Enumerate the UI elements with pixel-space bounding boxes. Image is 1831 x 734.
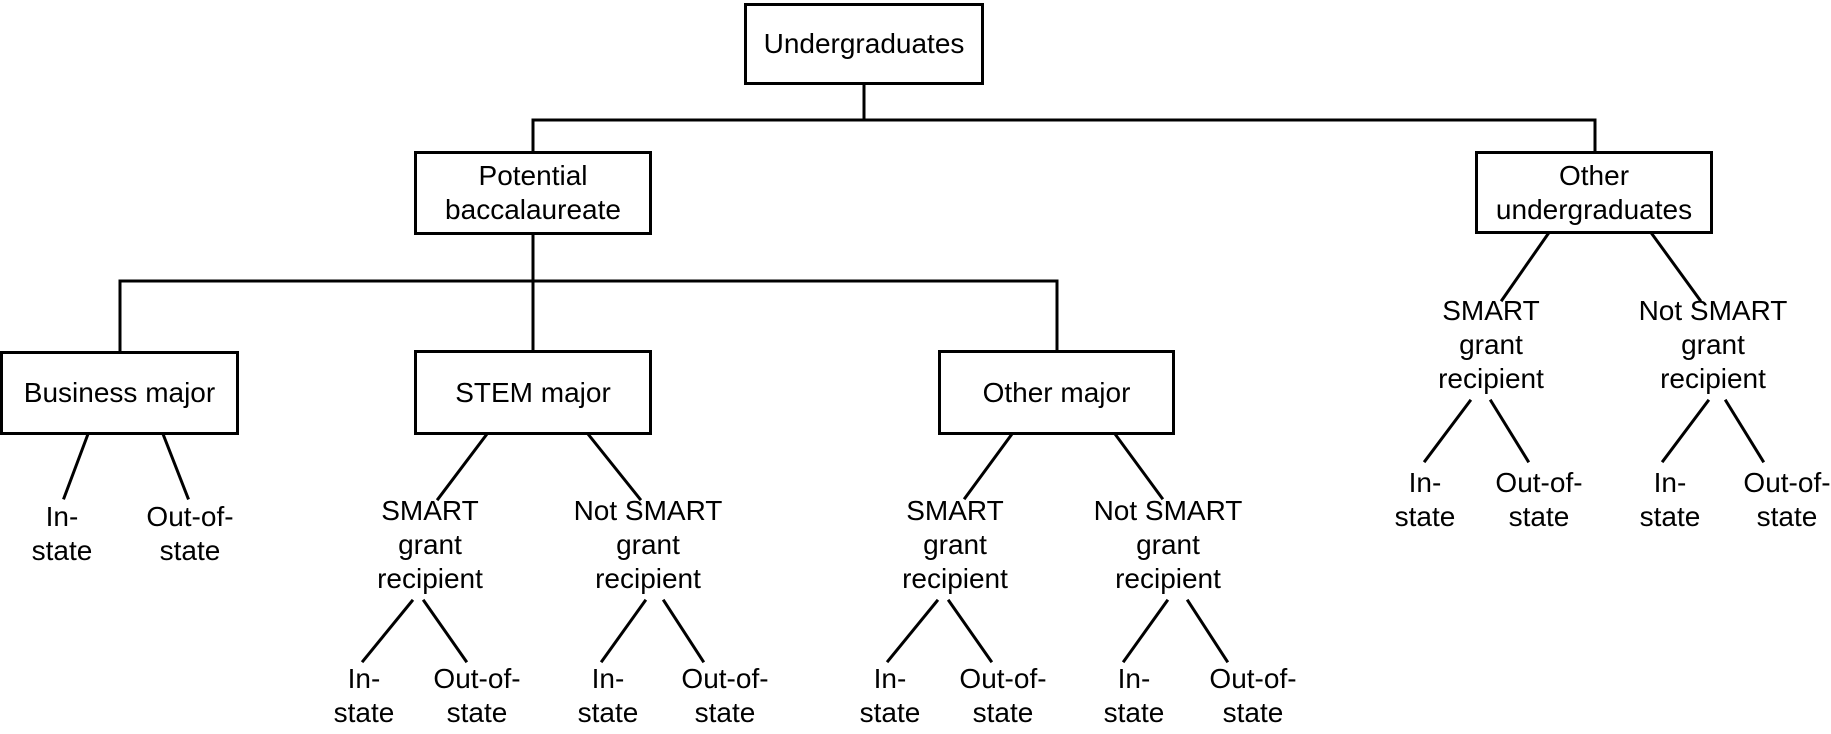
leaf-othermajor-notsmart-out-of-state: Out-of- state (1209, 663, 1297, 728)
edge-business-instate (62, 432, 90, 500)
edge-otherug-smart (1499, 231, 1551, 303)
edge-othermajor-smart (962, 431, 1015, 501)
leaf-otherug-notsmart-out-of-state: Out-of- state (1743, 467, 1831, 532)
edge-om-smart-instate (885, 598, 940, 664)
node-otherug-smart-grant-recipient: SMART grant recipient (1438, 295, 1544, 394)
leaf-stem-notsmart-out-of-state: Out-of- state (681, 663, 769, 728)
leaf-stem-smart-out-of-state: Out-of- state (433, 663, 521, 728)
leaf-stem-smart-in-state: In- state (333, 663, 395, 728)
leaf-othermajor-notsmart-in-state: In- state (1103, 663, 1165, 728)
edge-stem-smart-outstate (421, 598, 469, 664)
edge-om-smart-outstate (946, 598, 994, 664)
edge-stem-notsmart-instate (599, 598, 648, 664)
leaf-business-in-state: In- state (31, 501, 93, 566)
leaf-othermajor-smart-out-of-state: Out-of- state (959, 663, 1047, 728)
node-stem-smart-grant-recipient: SMART grant recipient (377, 495, 483, 594)
node-othermajor-not-smart-grant-recipient: Not SMART grant recipient (1093, 495, 1243, 594)
node-other-undergraduates: Other undergraduates (1475, 151, 1713, 234)
leaf-otherug-smart-in-state: In- state (1394, 467, 1456, 532)
node-othermajor-smart-grant-recipient: SMART grant recipient (902, 495, 1008, 594)
node-undergraduates: Undergraduates (744, 3, 984, 85)
edge-stem-notsmart (585, 431, 643, 502)
edge-ou-smart-instate (1422, 398, 1473, 464)
edge-business-outstate (161, 432, 190, 500)
node-other-major: Other major (938, 350, 1175, 435)
node-stem-not-smart-grant-recipient: Not SMART grant recipient (573, 495, 723, 594)
edge-stem-smart-instate (360, 598, 415, 664)
leaf-otherug-smart-out-of-state: Out-of- state (1495, 467, 1583, 532)
leaf-business-out-of-state: Out-of- state (146, 501, 234, 566)
node-stem-major: STEM major (414, 350, 652, 435)
edge-othermajor-notsmart (1112, 431, 1165, 501)
edge-ou-smart-outstate (1488, 398, 1531, 464)
edge-om-notsmart-instate (1121, 598, 1170, 664)
edge-ou-notsmart-outstate (1723, 398, 1766, 464)
edge-stem-notsmart-outstate (661, 598, 706, 664)
edge-otherug-notsmart (1649, 231, 1703, 303)
leaf-otherug-notsmart-in-state: In- state (1639, 467, 1701, 532)
node-potential-baccalaureate: Potential baccalaureate (414, 151, 652, 235)
node-business-major: Business major (0, 351, 239, 435)
leaf-othermajor-smart-in-state: In- state (859, 663, 921, 728)
edge-ou-notsmart-instate (1660, 398, 1711, 464)
node-otherug-not-smart-grant-recipient: Not SMART grant recipient (1638, 295, 1788, 394)
edge-stem-smart (435, 431, 490, 502)
edge-om-notsmart-outstate (1185, 598, 1230, 664)
leaf-stem-notsmart-in-state: In- state (577, 663, 639, 728)
